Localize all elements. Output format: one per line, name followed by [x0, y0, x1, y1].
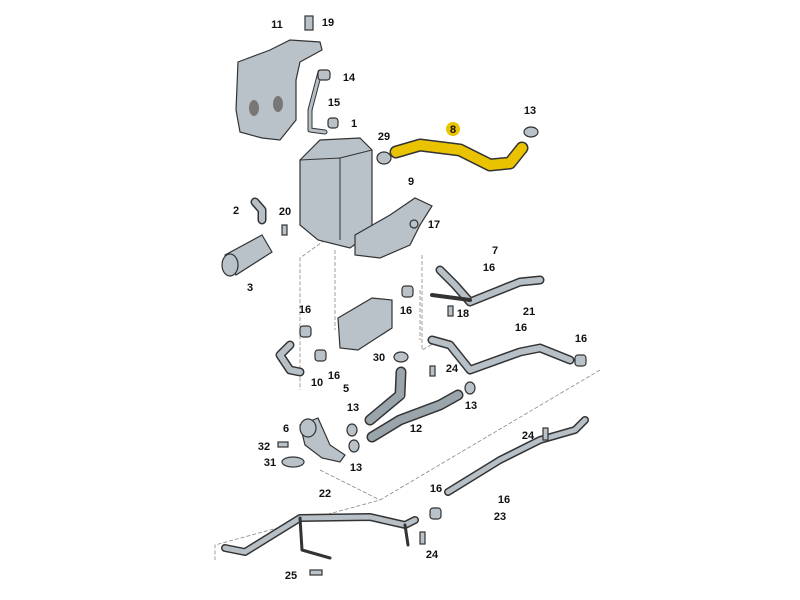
clamp-13 [346, 423, 358, 437]
bolt-24 [542, 427, 549, 441]
exhaust-opening [221, 253, 239, 277]
part-label-12: 12 [410, 423, 422, 435]
part-label-16: 16 [430, 483, 442, 495]
bracket-11 [235, 39, 323, 141]
part-label-13: 13 [524, 105, 536, 117]
part-label-5: 5 [343, 383, 349, 395]
part-label-15: 15 [328, 97, 340, 109]
bolt-20 [281, 224, 288, 236]
part-label-11: 11 [271, 19, 283, 31]
part-number-labels: 11 19 14 15 1 29 8 13 9 2 20 17 3 7 16 16 16 18 21 16 16 30 16… [233, 17, 587, 582]
part-label-31: 31 [264, 457, 276, 469]
part-label-32: 32 [258, 441, 270, 453]
part-label-16: 16 [328, 370, 340, 382]
bracket-hole [273, 96, 283, 112]
bracket-hole [249, 100, 259, 116]
clamp-16 [299, 325, 312, 338]
part-label-22: 22 [319, 488, 331, 500]
clip-31 [281, 456, 305, 468]
part-label-20: 20 [279, 206, 291, 218]
highlight-marker [446, 122, 460, 136]
fitting-14 [317, 69, 331, 81]
part-label-21: 21 [523, 306, 535, 318]
part-label-17: 17 [428, 219, 440, 231]
part-label-6: 6 [283, 423, 289, 435]
part-label-24: 24 [522, 430, 535, 442]
part-label-9: 9 [408, 176, 414, 188]
clamp-16 [314, 349, 327, 362]
clip-15 [327, 117, 339, 129]
clamp-16 [429, 507, 442, 520]
bolt-24 [419, 531, 426, 545]
part-label-13: 13 [347, 402, 359, 414]
bolt-32 [277, 441, 289, 448]
part-label-29: 29 [378, 131, 390, 143]
nut-17 [409, 219, 419, 229]
part-label-25: 25 [285, 570, 297, 582]
part-label-1: 1 [351, 118, 357, 130]
part-label-14: 14 [343, 72, 356, 84]
part-label-13: 13 [465, 400, 477, 412]
part-label-16: 16 [299, 304, 311, 316]
part-label-16: 16 [575, 333, 587, 345]
part-label-3: 3 [247, 282, 253, 294]
clamp-16 [574, 354, 587, 367]
part-label-16: 16 [483, 262, 495, 274]
part-label-13: 13 [350, 462, 362, 474]
bracket-9 [354, 197, 433, 259]
clamp-30 [393, 351, 409, 363]
part-label-24: 24 [426, 549, 439, 561]
part-label-16: 16 [498, 494, 510, 506]
muffler-5 [337, 297, 393, 351]
bolt-24 [429, 365, 436, 377]
clamp-13 [348, 439, 360, 453]
part-label-16: 16 [515, 322, 527, 334]
pump-end [299, 418, 317, 438]
bolt-19 [304, 15, 314, 31]
part-label-8: 8 [450, 124, 456, 136]
part-label-19: 19 [322, 17, 334, 29]
clamp-29 [376, 151, 392, 165]
bolt-18 [447, 305, 454, 317]
part-label-30: 30 [373, 352, 385, 364]
part-label-23: 23 [494, 511, 506, 523]
part-label-18: 18 [457, 308, 469, 320]
part-label-2: 2 [233, 205, 239, 217]
clamp-13 [523, 126, 539, 138]
part-label-7: 7 [492, 245, 498, 257]
clamp-13 [464, 381, 476, 395]
clamp-16 [401, 285, 414, 298]
part-label-16: 16 [400, 305, 412, 317]
part-label-10: 10 [311, 377, 323, 389]
part-label-24: 24 [446, 363, 459, 375]
bolt-25 [309, 569, 323, 576]
